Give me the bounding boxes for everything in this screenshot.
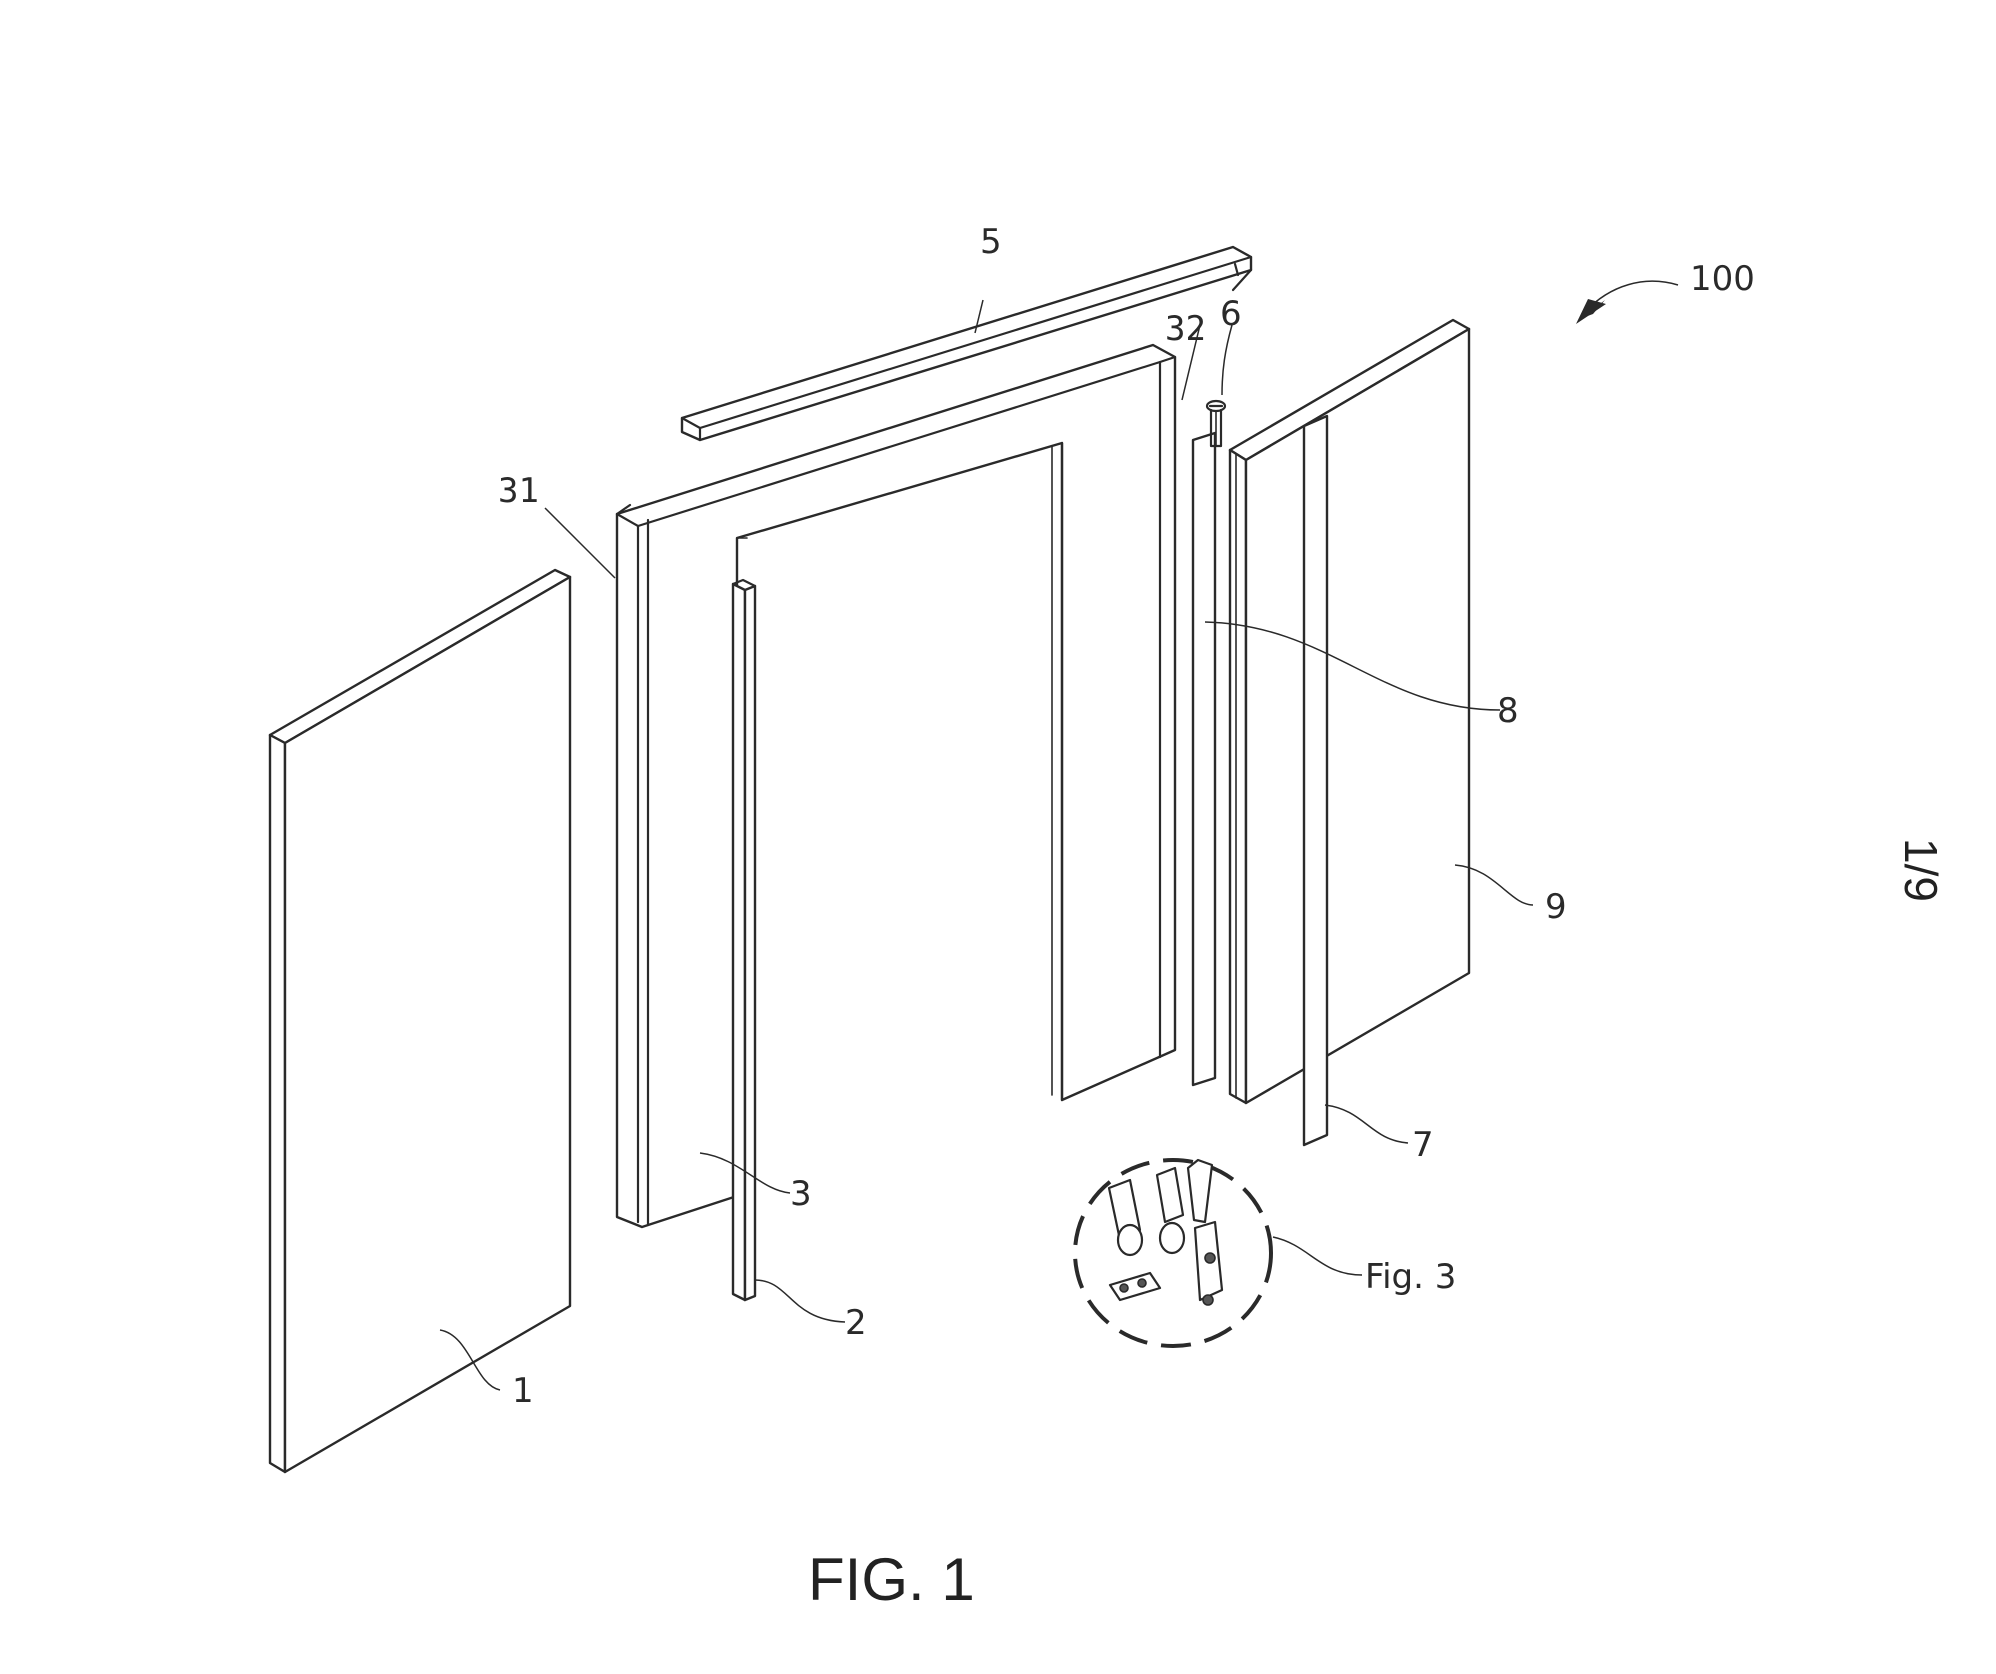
label-frame-post-31: 31 (498, 471, 539, 511)
hinge-hardware-sketch (1107, 1158, 1224, 1306)
seal-strip (731, 578, 757, 1302)
label-door-frame-3: 3 (790, 1174, 812, 1214)
door-frame (615, 343, 1177, 1229)
label-top-bar-5: 5 (980, 222, 1002, 262)
figure-caption: FIG. 1 (808, 1546, 975, 1613)
label-assembly-100: 100 (1690, 259, 1755, 299)
screw (1205, 399, 1227, 448)
label-insert-strip-8: 8 (1497, 691, 1519, 731)
label-right-strip-7: 7 (1412, 1125, 1434, 1165)
leader-lines (439, 299, 1534, 1391)
right-panel (1228, 318, 1471, 1105)
detail-callout (1073, 1158, 1273, 1348)
top-bar (680, 245, 1253, 442)
label-detail-fig3: Fig. 3 (1365, 1257, 1456, 1297)
assembly-arrow (1576, 280, 1679, 324)
reference-numerals: 100 5 32 6 31 8 9 7 3 2 1 Fig. 3 (498, 222, 1755, 1411)
sheet-number: 1/9 (1895, 838, 1947, 902)
left-panel (268, 568, 572, 1474)
label-screw-6: 6 (1220, 294, 1242, 334)
label-left-panel-1: 1 (512, 1371, 534, 1411)
label-right-panel-9: 9 (1545, 887, 1567, 927)
label-seal-strip-2: 2 (845, 1303, 867, 1343)
label-frame-post-32: 32 (1165, 309, 1206, 349)
right-strip (1302, 414, 1329, 1147)
insert-strip (1191, 431, 1217, 1087)
